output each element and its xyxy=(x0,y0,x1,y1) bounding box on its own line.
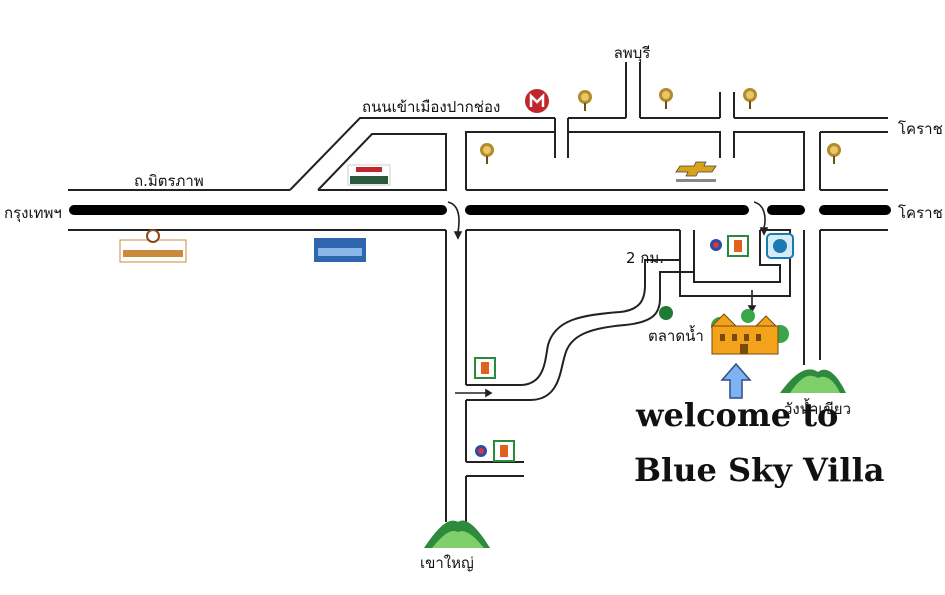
arrow-up-icon xyxy=(720,362,752,399)
uturn-arrow-icon xyxy=(447,201,460,233)
seven-eleven-icon xyxy=(493,440,515,462)
tree-icon xyxy=(741,309,755,323)
tree-pin-icon xyxy=(743,88,757,109)
label-khao-yai: เขาใหญ่ xyxy=(420,554,474,572)
mountain-icon xyxy=(424,520,490,548)
mountain-icon xyxy=(780,369,846,393)
arrowhead-icon xyxy=(485,388,493,398)
welcome-line-1: welcome to xyxy=(635,396,838,434)
road-curve-inner xyxy=(466,230,695,401)
welcome-line-2: Blue Sky Villa xyxy=(634,451,884,489)
label-lopburi: ลพบุรี xyxy=(614,44,651,63)
road-loop-inner xyxy=(693,230,781,283)
road-pakchong-diag-inner xyxy=(317,133,447,191)
road-block-c xyxy=(466,131,805,191)
arrowhead-icon xyxy=(759,227,769,236)
ptt-gas-station-icon xyxy=(475,445,487,457)
road-lines xyxy=(68,62,888,522)
tree-pins xyxy=(480,88,841,164)
villa-building-icon xyxy=(710,309,789,355)
map-labels: ลพบุรี ถนนเข้าเมืองปากช่อง โคราช ถ.มิตรภ… xyxy=(4,44,943,572)
arrowhead-icon xyxy=(747,305,757,313)
market-dot-icon xyxy=(659,306,673,320)
road-block-b xyxy=(567,131,721,158)
chevrolet-logo-icon xyxy=(675,161,717,182)
label-korat-highway: โคราช xyxy=(898,204,943,222)
seven-eleven-icon xyxy=(727,235,749,257)
label-mittraphap-road: ถ.มิตรภาพ xyxy=(134,172,204,190)
seven-eleven-icon xyxy=(474,357,496,379)
arrowhead-icon xyxy=(453,231,463,240)
road-pakchong-diag-outer xyxy=(289,117,555,191)
gas-station-round-icon xyxy=(766,233,794,259)
restaurant-sign-icon xyxy=(119,229,187,263)
tree-pin-icon xyxy=(827,143,841,164)
ptt-gas-station-icon xyxy=(710,239,722,251)
tree-pin-icon xyxy=(578,90,592,111)
tree-pin-icon xyxy=(480,143,494,164)
road-curve-outer xyxy=(466,230,681,386)
road-block-a xyxy=(465,131,556,190)
lotus-logo-icon xyxy=(525,89,549,113)
label-market: ตลาดน้ำ xyxy=(648,325,704,345)
label-korat-top: โคราช xyxy=(898,120,943,138)
road-loop-outer xyxy=(679,229,791,297)
tree-pin-icon xyxy=(659,88,673,109)
label-wang-nam-khiao: วังน้ำเขียว xyxy=(784,398,851,418)
bank-sign-icon xyxy=(314,238,366,262)
direction-arrows xyxy=(447,201,769,398)
tesco-lotus-icon xyxy=(347,164,391,186)
label-pakchong-road: ถนนเข้าเมืองปากช่อง xyxy=(362,98,500,116)
uturn-arrow-icon xyxy=(753,201,766,229)
label-distance: 2 กม. xyxy=(626,249,664,267)
label-bangkok: กรุงเทพฯ xyxy=(4,204,62,223)
